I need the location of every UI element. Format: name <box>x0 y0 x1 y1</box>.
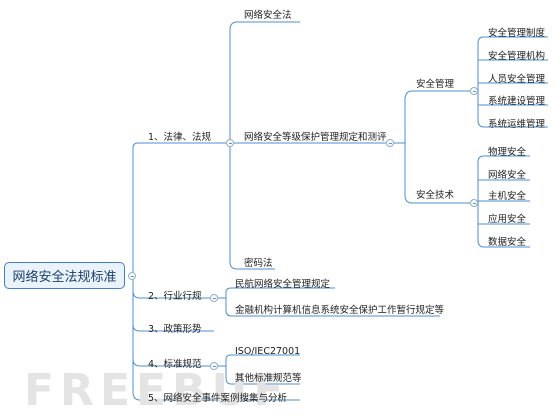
mgmt-item[interactable]: 系统建设管理 <box>488 96 546 107</box>
tech-item[interactable]: 应用安全 <box>488 214 527 225</box>
industry-item[interactable]: 金融机构计算机信息系统安全保护工作暂行规定等 <box>235 305 445 316</box>
standards-item[interactable]: 其他标准规范等 <box>235 373 302 384</box>
connector-to-standards <box>132 358 214 367</box>
branch-policy[interactable]: 3、政策形势 <box>148 324 202 335</box>
connector-standards-spine <box>225 354 300 385</box>
collapse-toggle-technology[interactable] <box>470 199 478 207</box>
root-node[interactable]: 网络安全法规标准 <box>4 262 125 289</box>
collapse-toggle-standards[interactable] <box>210 362 218 370</box>
mgmt-item[interactable]: 人员安全管理 <box>488 74 546 85</box>
collapse-toggle-root[interactable] <box>128 272 136 280</box>
node-management[interactable]: 安全管理 <box>416 79 455 90</box>
node-technology[interactable]: 安全技术 <box>416 190 455 201</box>
tech-item[interactable]: 网络安全 <box>488 170 527 181</box>
branch-industry[interactable]: 2、行业行规 <box>148 291 202 302</box>
collapse-toggle-mlps[interactable] <box>386 139 394 147</box>
collapse-toggle-management[interactable] <box>470 87 478 95</box>
collapse-toggle-industry[interactable] <box>210 294 218 302</box>
tech-item[interactable]: 数据安全 <box>488 237 527 248</box>
connector-mgmt-spine <box>477 36 548 128</box>
root-label: 网络安全法规标准 <box>12 270 117 285</box>
tech-item[interactable]: 主机安全 <box>488 191 527 202</box>
branch-law[interactable]: 1、法律、法规 <box>148 132 212 143</box>
mgmt-item[interactable]: 安全管理机构 <box>488 51 546 62</box>
mgmt-item[interactable]: 安全管理制度 <box>488 28 546 39</box>
standards-item[interactable]: ISO/IEC27001 <box>235 346 301 357</box>
collapse-toggle-law[interactable] <box>226 139 234 147</box>
connector-tech-spine <box>477 155 530 248</box>
connector-to-industry <box>132 290 214 299</box>
industry-item[interactable]: 民航网络安全管理规定 <box>235 279 331 290</box>
node-cyber-law[interactable]: 网络安全法 <box>244 10 292 21</box>
mgmt-item[interactable]: 系统运维管理 <box>488 119 546 130</box>
connector-industry-spine <box>225 287 440 317</box>
tech-item[interactable]: 物理安全 <box>488 147 527 158</box>
branch-cases[interactable]: 5、网络安全事件案例搜集与分析 <box>148 393 288 404</box>
connector-mlps-spine <box>404 90 470 204</box>
branch-standards[interactable]: 4、标准规范 <box>148 359 202 370</box>
connector-to-policy <box>132 324 214 332</box>
node-crypto-law[interactable]: 密码法 <box>244 258 273 269</box>
node-mlps[interactable]: 网络安全等级保护管理规定和测评 <box>244 132 387 143</box>
connector-law-spine <box>229 21 300 270</box>
connector-root-spine <box>132 142 141 401</box>
watermark-logo: FREEBUF <box>24 365 290 416</box>
